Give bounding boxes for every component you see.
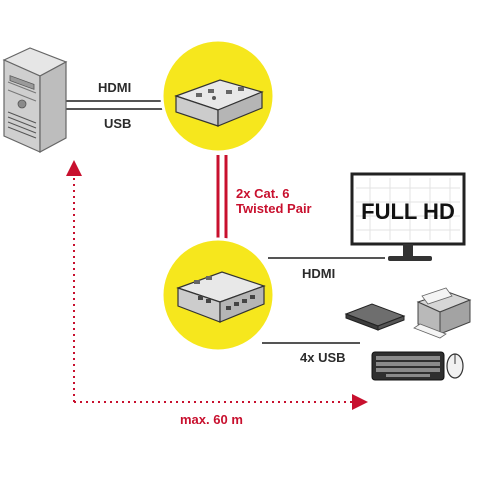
monitor-icon (350, 172, 466, 261)
keyboard-icon (371, 351, 445, 381)
usb-label-bottom: 4x USB (300, 350, 346, 365)
hdmi-label-top: HDMI (98, 80, 132, 95)
extender-transmitter-icon (174, 79, 264, 127)
cable-label-line1: 2x Cat. 6 (236, 186, 290, 201)
hdmi-label-bottom: HDMI (302, 266, 336, 281)
mouse-icon (446, 353, 464, 379)
usb-label-top: USB (104, 116, 132, 131)
cat6-cable (216, 155, 228, 245)
cable-label-line2: Twisted Pair (236, 201, 312, 216)
external-drive-icon (344, 303, 406, 331)
pc-tower-icon (2, 47, 68, 154)
printer-icon (413, 287, 472, 339)
extender-receiver-icon (176, 271, 266, 323)
monitor-caption: FULL HD (361, 199, 455, 224)
distance-label: max. 60 m (180, 412, 243, 427)
